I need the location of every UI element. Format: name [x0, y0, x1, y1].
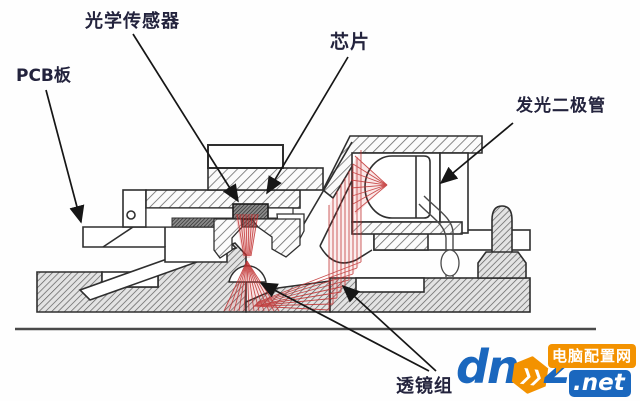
watermark-tld: .net — [569, 370, 631, 397]
led-leg-wire-2 — [418, 203, 447, 277]
lens-funnel-right — [250, 218, 301, 258]
screw-post-pedestal — [477, 251, 527, 279]
led-leg-wire-1 — [423, 195, 454, 277]
led-chamber-wall-right — [439, 152, 469, 234]
light-guide-edge-outer — [297, 141, 353, 235]
label-chip: 芯片 — [330, 31, 371, 53]
top-case-bar — [207, 167, 324, 191]
watermark-badge: 电脑配置网 — [548, 344, 637, 374]
pcb-left-cap — [122, 189, 147, 228]
arrow-led — [439, 122, 514, 185]
label-optical-sensor: 光学传感器 — [85, 11, 180, 32]
led-leg-grommet — [440, 249, 460, 277]
site-watermark: dn ❯❯ z 电脑配置网 .net — [450, 336, 640, 401]
chip-body — [207, 144, 284, 169]
watermark-logo-chevrons: ❯❯ — [517, 364, 543, 386]
arrow-chip — [266, 56, 349, 195]
base-right-notch — [355, 277, 425, 293]
arrow-lens-2 — [341, 284, 437, 372]
label-lens-group: 透镜组 — [396, 376, 453, 397]
led-bulb — [364, 155, 431, 219]
watermark-text-dn: dn — [456, 340, 520, 394]
arrow-lens-1 — [259, 282, 430, 372]
lens-funnel-left — [213, 218, 243, 259]
arrow-optical-sensor — [132, 33, 239, 203]
pcb-board-hatch — [145, 189, 301, 209]
pcb-support-bracket — [82, 226, 228, 263]
label-pcb: PCB板 — [16, 66, 71, 86]
optical-sensor-package — [232, 203, 269, 220]
light-guide-bottom — [319, 245, 373, 264]
label-arrows — [45, 33, 514, 372]
arrow-pcb — [45, 89, 85, 224]
label-led: 发光二极管 — [516, 96, 606, 116]
led-chamber-floor — [351, 221, 463, 235]
light-beams — [223, 150, 388, 312]
